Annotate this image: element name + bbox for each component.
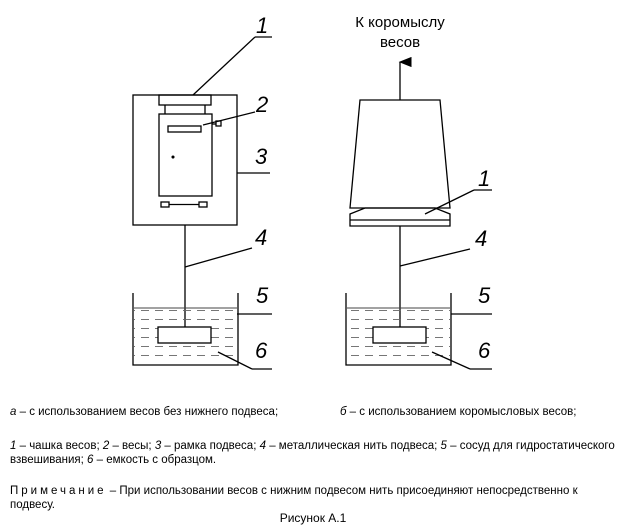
- legend-num-4: 4: [259, 440, 266, 452]
- left-number-4: 4: [255, 225, 267, 250]
- scales-body: [158, 113, 213, 197]
- variant-a-group: [132, 36, 272, 370]
- top-label-line1: К коромыслу: [355, 14, 445, 31]
- note: Примечание – При использовании весов с н…: [10, 484, 616, 512]
- legend: 1 – чашка весов; 2 – весы; 3 – рамка под…: [10, 439, 616, 467]
- left-number-3: 3: [255, 144, 268, 169]
- legend-num-1: 1: [10, 440, 17, 452]
- scales-display: [167, 125, 202, 133]
- legend-text-6: – емкость с образцом.: [93, 454, 217, 466]
- legend-text-3: – рамка подвеса;: [161, 440, 260, 452]
- balance-pan: [158, 94, 212, 106]
- scales-foot-right: [198, 201, 208, 208]
- legend-num-5: 5: [440, 440, 447, 452]
- caption-a: а – с использованием весов без нижнего п…: [10, 405, 310, 419]
- caption-b: б – с использованием коромысловых весов;: [340, 405, 620, 419]
- caption-b-letter: б: [340, 406, 347, 418]
- legend-text-5: – сосуд для гидростатического взвешивани…: [10, 440, 615, 466]
- hydrostatic-weighing-diagram: 1 2 3 4 5 6 К коромыслу весов 1 4 5 6: [132, 13, 492, 370]
- note-label: Примечание: [10, 485, 107, 497]
- caption-b-text: – с использованием коромысловых весов;: [346, 406, 577, 418]
- balance-bell: [349, 99, 451, 209]
- figure-caption: Рисунок А.1: [279, 511, 347, 525]
- caption-a-letter: а: [10, 406, 17, 418]
- right-number-1: 1: [478, 166, 490, 191]
- right-number-6: 6: [478, 338, 491, 363]
- left-number-1: 1: [256, 13, 268, 38]
- variant-b-group: [345, 56, 492, 370]
- legend-num-2: 2: [102, 440, 110, 452]
- balance-pan-b: [349, 207, 451, 227]
- sample-container-b: [372, 326, 427, 344]
- left-number-5: 5: [256, 283, 269, 308]
- left-number-2: 2: [255, 92, 268, 117]
- legend-num-6: 6: [87, 454, 94, 466]
- sample-container: [157, 326, 212, 344]
- weighing-vessel-b: [345, 293, 452, 366]
- scales-foot-left: [160, 201, 170, 208]
- legend-num-3: 3: [154, 440, 162, 452]
- legend-text-1: – чашка весов;: [16, 440, 103, 452]
- top-label-line2: весов: [380, 34, 420, 51]
- left-number-6: 6: [255, 338, 268, 363]
- legend-text-2: – весы;: [109, 440, 155, 452]
- right-number-4: 4: [475, 226, 487, 251]
- weighing-vessel: [132, 293, 239, 366]
- caption-a-text: – с использованием весов без нижнего под…: [16, 406, 279, 418]
- legend-text-4: – металлическая нить подвеса;: [266, 440, 441, 452]
- note-text: – При использовании весов с нижним подве…: [10, 485, 578, 511]
- right-number-5: 5: [478, 283, 491, 308]
